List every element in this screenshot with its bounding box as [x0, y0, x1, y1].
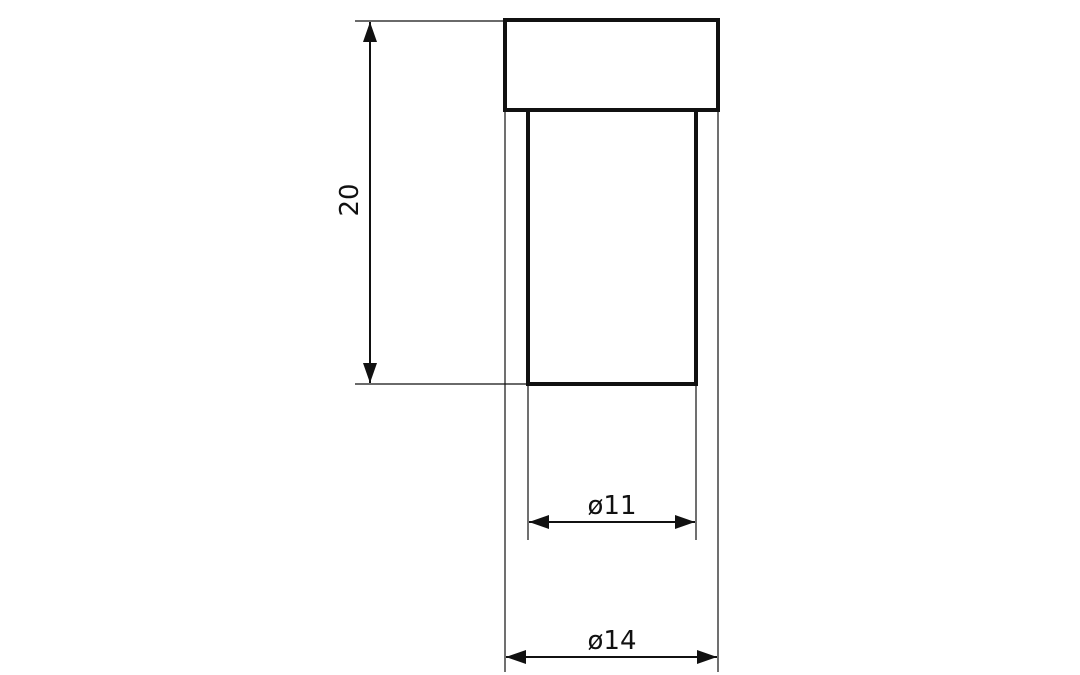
- outer-diameter-label: ø14: [588, 626, 637, 656]
- shank-outline: [526, 108, 698, 386]
- cap-outline: [503, 18, 720, 112]
- height-label: 20: [335, 183, 365, 216]
- inner-diameter-label: ø11: [588, 491, 637, 521]
